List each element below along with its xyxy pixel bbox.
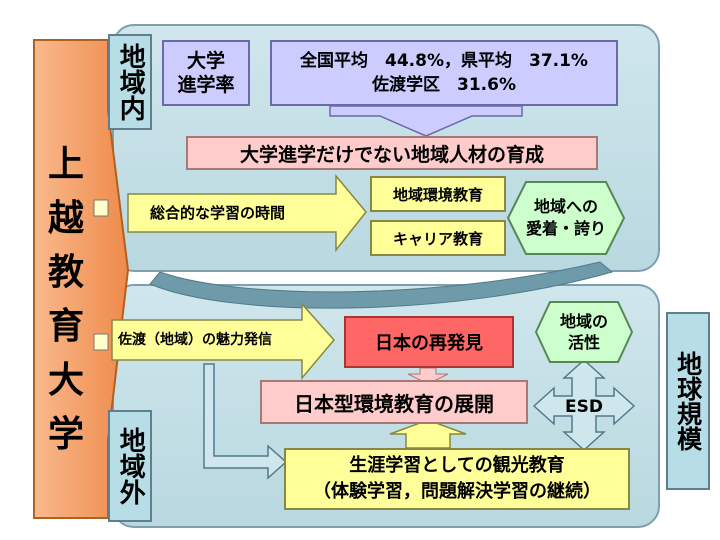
regional-talent-box: 大学進学だけでない地域人材の育成 (186, 136, 598, 170)
inside-region-text: 地域内 (115, 43, 146, 121)
sado-appeal-label: 佐渡（地域）の魅力発信 (118, 332, 272, 348)
tourism-edu-title: 生涯学習としての観光教育 (349, 455, 565, 476)
tourism-edu-box: 生涯学習としての観光教育 （体験学習，問題解決学習の継続） (284, 448, 630, 510)
attachment-line-2: 愛着・誇り (525, 219, 606, 238)
sado-appeal-arrow (111, 302, 335, 381)
rate-down-arrow (329, 105, 523, 137)
outside-region-label: 地域外 (108, 410, 152, 522)
swoosh-connector (149, 261, 614, 309)
entrance-rate-stats-box: 全国平均 44.8%，県平均 37.1% 佐渡学区 31.6% (270, 40, 618, 106)
vitality-line-1: 地域の (559, 312, 608, 331)
regional-env-edu-box: 地域環境教育 (370, 176, 506, 212)
attachment-line-1: 地域への (533, 197, 598, 216)
entrance-rate-title-box: 大学 進学率 (162, 40, 250, 106)
career-edu-box: キャリア教育 (370, 220, 506, 256)
outside-region-text: 地域外 (115, 427, 146, 505)
japan-rediscovery-box: 日本の再発見 (344, 316, 514, 368)
l-shaped-arrow (203, 363, 288, 480)
tourism-edu-subtitle: （体験学習，問題解決学習の継続） (313, 481, 601, 502)
university-label: 上越教育大学 (47, 144, 84, 455)
entrance-rate-national: 全国平均 44.8%，県平均 37.1% (300, 51, 588, 71)
integrated-study-arrow (127, 173, 367, 253)
vitality-text: 地域の 活性 (534, 300, 634, 364)
integrated-study-label: 総合的な学習の時間 (150, 204, 286, 222)
entrance-rate-sado: 佐渡学区 31.6% (372, 75, 516, 95)
tourism-up-arrow (389, 419, 467, 449)
tab-connector-bottom (93, 333, 109, 351)
global-scale-text: 地球規模 (673, 351, 703, 451)
global-scale-label: 地球規模 (666, 312, 710, 490)
entrance-rate-title-1: 大学 (186, 50, 225, 72)
attachment-text: 地域への 愛着・誇り (506, 180, 626, 256)
attachment-hexagon (506, 181, 626, 255)
esd-label: ESD (565, 397, 603, 417)
vitality-hexagon (534, 301, 634, 363)
entrance-rate-title-2: 進学率 (177, 74, 235, 96)
inside-region-label: 地域内 (108, 34, 152, 130)
tab-connector-top (93, 199, 109, 217)
esd-four-way-arrow (532, 358, 636, 452)
japan-env-edu-box: 日本型環境教育の展開 (260, 380, 528, 424)
rediscovery-down-arrow (407, 367, 449, 385)
vitality-line-2: 活性 (567, 333, 600, 352)
